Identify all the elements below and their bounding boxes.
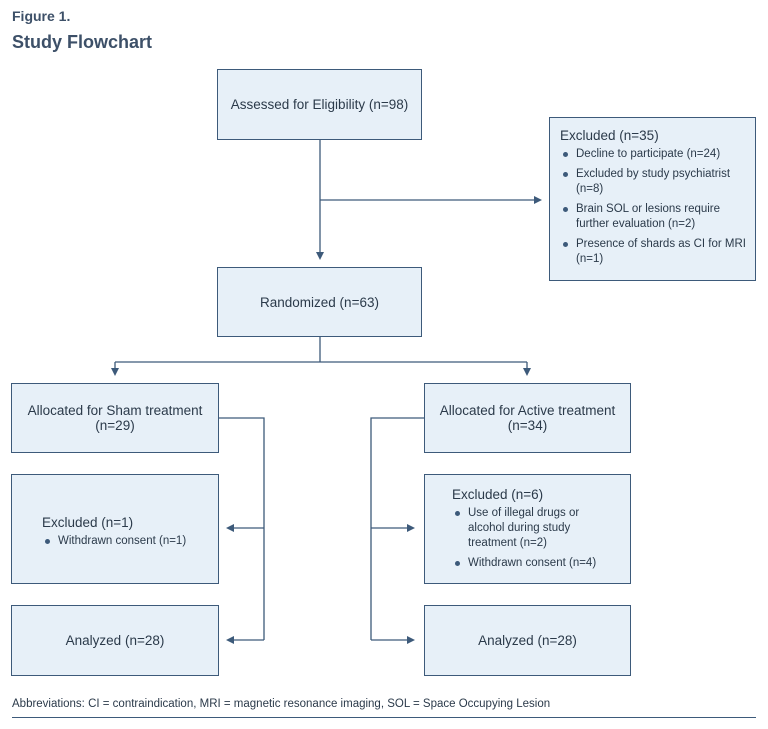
sham-excluded-list: Withdrawn consent (n=1) <box>42 534 210 549</box>
active-allocated-line2: (n=34) <box>507 418 548 433</box>
randomized-text: Randomized (n=63) <box>260 294 379 310</box>
figure-title: Study Flowchart <box>12 32 153 52</box>
randomized-box: Randomized (n=63) <box>217 267 422 337</box>
sham-allocated-line1: Allocated for Sham treatment <box>27 403 203 418</box>
sham-excluded-title: Excluded (n=1) <box>42 515 134 530</box>
active-analyzed-box: Analyzed (n=28) <box>424 605 631 676</box>
eligibility-text: Assessed for Eligibility (n=98) <box>230 97 409 112</box>
active-analyzed-text: Analyzed (n=28) <box>478 633 577 648</box>
excluded-main-item: Decline to participate (n=24) <box>560 147 747 162</box>
sham-allocated-box: Allocated for Sham treatment (n=29) <box>11 383 219 453</box>
excluded-main-item: Presence of shards as CI for MRI (n=1) <box>560 237 747 267</box>
active-excluded-box: Excluded (n=6) Use of illegal drugs or a… <box>424 474 631 584</box>
sham-analyzed-box: Analyzed (n=28) <box>11 605 219 676</box>
excluded-main-item: Excluded by study psychiatrist (n=8) <box>560 167 747 197</box>
sham-analyzed-text: Analyzed (n=28) <box>65 633 165 648</box>
active-excluded-title: Excluded (n=6) <box>452 487 544 502</box>
eligibility-box: Assessed for Eligibility (n=98) <box>217 69 422 140</box>
footer-rule <box>12 717 756 718</box>
active-excluded-list: Use of illegal drugs or alcohol during s… <box>452 506 620 571</box>
abbreviations-footnote: Abbreviations: CI = contraindication, MR… <box>12 698 551 710</box>
sham-allocated-line2: (n=29) <box>95 418 135 433</box>
active-excluded-item: Use of illegal drugs or alcohol during s… <box>452 506 608 551</box>
connector-sham-bracket <box>218 417 265 640</box>
excluded-main-list: Decline to participate (n=24) Excluded b… <box>560 147 747 267</box>
active-excluded-item: Withdrawn consent (n=4) <box>452 556 620 571</box>
excluded-main-title: Excluded (n=35) <box>560 128 659 143</box>
sham-excluded-box: Excluded (n=1) Withdrawn consent (n=1) <box>11 474 219 584</box>
active-allocated-line1: Allocated for Active treatment <box>439 403 616 418</box>
sham-excluded-item: Withdrawn consent (n=1) <box>42 534 210 549</box>
connector-active-bracket <box>370 417 424 640</box>
active-allocated-box: Allocated for Active treatment (n=34) <box>424 383 631 453</box>
excluded-main-item: Brain SOL or lesions require further eva… <box>560 202 747 232</box>
excluded-main-box: Excluded (n=35) Decline to participate (… <box>549 117 756 281</box>
figure-label: Figure 1. <box>12 8 71 24</box>
